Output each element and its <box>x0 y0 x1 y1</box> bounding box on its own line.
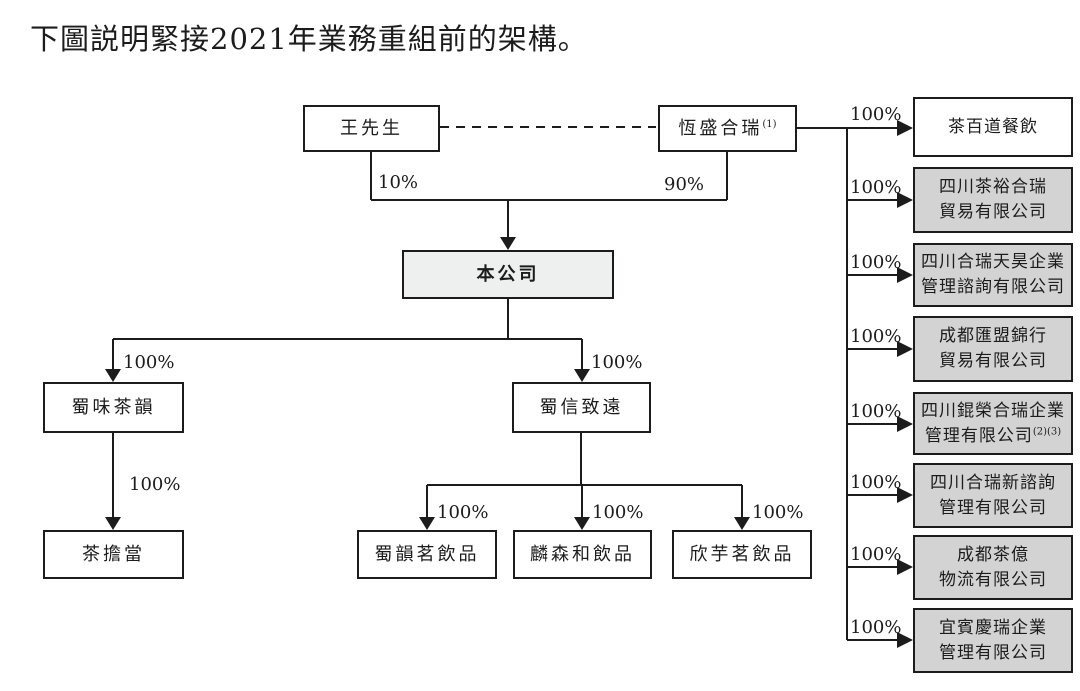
arrow-right-7 <box>897 559 913 575</box>
org-box-linsenhe-drinks: 麟森和飲品 <box>513 530 652 579</box>
ownership-label-right-8: 100% <box>850 617 902 638</box>
arrow-right-1 <box>897 120 913 136</box>
arrow-right-3 <box>897 267 913 283</box>
org-box-label-line1: 四川茶裕合瑞 <box>939 177 1047 198</box>
ownership-label-linsenhe: 100% <box>592 502 644 523</box>
ownership-label-right-2: 100% <box>850 177 902 198</box>
ownership-label-right-3: 100% <box>850 252 902 273</box>
org-box-label-line1: 成都匯盟錦行 <box>939 326 1047 347</box>
arrow-down-linsenhe <box>574 517 590 530</box>
org-box-chengdu-huimeng-jinxing-trading: 成都匯盟錦行 貿易有限公司 <box>913 316 1073 382</box>
org-box-sichuan-herui-xin-consulting: 四川合瑞新諮詢 管理有限公司 <box>913 463 1073 528</box>
org-box-label-line2: 貿易有限公司 <box>939 202 1047 222</box>
org-box-sichuan-herui-tianhao-consulting: 四川合瑞天昊企業 管理諮詢有限公司 <box>913 243 1073 307</box>
org-box-sichuan-chayu-herui-trading: 四川茶裕合瑞 貿易有限公司 <box>913 167 1073 233</box>
ownership-label-hengsheng: 90% <box>664 174 705 195</box>
org-box-label: 蜀信致遠 <box>539 396 624 418</box>
org-box-label: 蜀韻茗飲品 <box>374 543 480 565</box>
ownership-label-chadandang: 100% <box>129 474 181 495</box>
org-box-label-line1: 四川錕榮合瑞企業 <box>921 400 1065 421</box>
org-box-label-line1: 成都茶億 <box>957 544 1029 565</box>
org-box-label: 欣芋茗飲品 <box>689 543 795 565</box>
org-box-hengsheng-herui: 恆盛合瑞(1) <box>658 105 797 152</box>
ownership-label-right-7: 100% <box>850 544 902 565</box>
arrow-down-shuxin <box>574 369 590 382</box>
org-box-label: 茶百道餐飲 <box>948 116 1038 137</box>
arrow-right-6 <box>897 487 913 503</box>
ownership-label-right-5: 100% <box>850 401 902 422</box>
arrow-down-chadandang <box>105 517 121 530</box>
footnote-marker: (2)(3) <box>1032 425 1062 437</box>
org-box-label: 王先生 <box>340 117 403 139</box>
org-box-label: 本公司 <box>476 263 540 285</box>
org-box-label: 麟森和飲品 <box>530 543 635 565</box>
org-box-label-line1: 宜賓慶瑞企業 <box>939 617 1047 638</box>
org-box-mr-wang: 王先生 <box>303 105 440 152</box>
org-box-label-line2: 管理有限公司(2)(3) <box>924 425 1062 446</box>
arrow-down-company <box>500 237 516 250</box>
ownership-label-right-1: 100% <box>850 104 902 125</box>
org-box-xinyuming-drinks: 欣芋茗飲品 <box>672 530 812 579</box>
org-box-label-line2: 管理有限公司 <box>939 642 1047 663</box>
org-box-label-line2: 物流有限公司 <box>939 569 1047 590</box>
org-box-label: 茶擔當 <box>82 543 145 565</box>
ownership-label-xinyuming: 100% <box>752 502 804 523</box>
org-box-the-company: 本公司 <box>402 250 614 299</box>
org-box-shuxin-zhiyuan: 蜀信致遠 <box>512 382 651 433</box>
footnote-marker: (1) <box>762 118 777 130</box>
org-box-chengdu-chayi-logistics: 成都茶億 物流有限公司 <box>913 535 1073 600</box>
org-box-shuyunming-drinks: 蜀韻茗飲品 <box>357 530 497 579</box>
arrow-down-xinyuming <box>734 517 750 530</box>
ownership-label-right-6: 100% <box>850 472 902 493</box>
arrow-down-shuyunming <box>419 517 435 530</box>
org-box-chabaidao-catering: 茶百道餐飲 <box>913 97 1073 157</box>
org-box-shuwei-chayun: 蜀味茶韻 <box>43 382 184 433</box>
arrow-right-5 <box>897 416 913 432</box>
ownership-label-shuxin: 100% <box>591 352 643 373</box>
ownership-label-shuwei: 100% <box>123 352 175 373</box>
org-box-label: 蜀味茶韻 <box>71 396 156 418</box>
org-box-label-line1: 四川合瑞天昊企業 <box>921 252 1065 273</box>
org-box-sichuan-kunrong-herui-management: 四川錕榮合瑞企業 管理有限公司(2)(3) <box>913 392 1073 455</box>
org-box-label-line2: 管理有限公司 <box>939 497 1047 518</box>
arrow-right-8 <box>897 632 913 648</box>
arrow-down-shuwei <box>105 369 121 382</box>
page-title: 下圖説明緊接2021年業務重組前的架構。 <box>30 22 588 56</box>
ownership-label-right-4: 100% <box>850 326 902 347</box>
org-box-yibin-qingrui-management: 宜賓慶瑞企業 管理有限公司 <box>913 608 1073 673</box>
arrow-right-4 <box>897 341 913 357</box>
org-box-label-line2: 管理諮詢有限公司 <box>921 277 1065 297</box>
ownership-label-shuyunming: 100% <box>437 502 489 523</box>
org-box-label-line1: 四川合瑞新諮詢 <box>930 472 1056 493</box>
arrow-right-2 <box>897 192 913 208</box>
org-box-cha-dandang: 茶擔當 <box>43 530 184 579</box>
org-box-label: 恆盛合瑞(1) <box>678 117 777 139</box>
ownership-label-wang: 10% <box>378 172 419 193</box>
org-box-label-line2: 貿易有限公司 <box>939 351 1047 371</box>
